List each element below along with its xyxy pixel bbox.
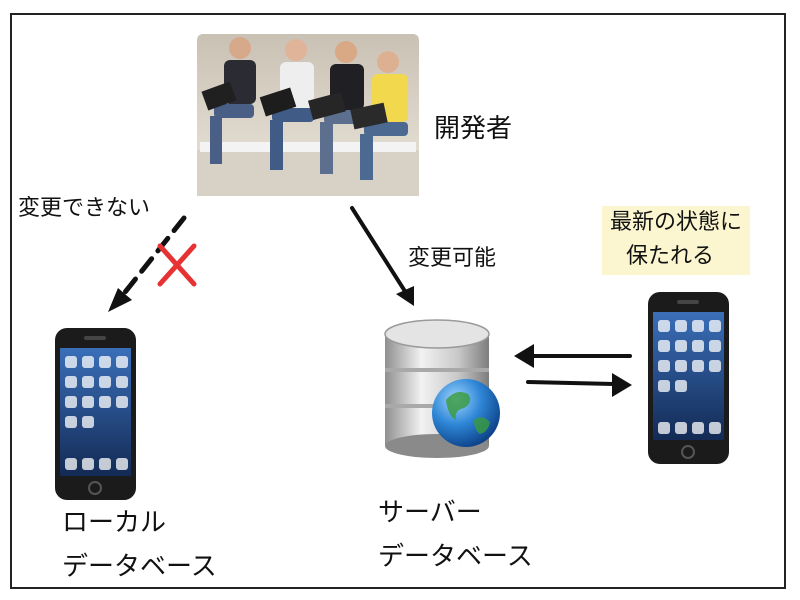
remote-note: 最新の状態に 保たれる bbox=[602, 206, 751, 275]
cannot-change-label: 変更できない bbox=[18, 196, 151, 221]
globe-icon bbox=[432, 379, 500, 447]
local-label-line2: データベース bbox=[62, 552, 217, 582]
can-change-label: 変更可能 bbox=[408, 246, 497, 271]
developers-photo bbox=[197, 34, 419, 196]
arrow-to-local-blocked bbox=[108, 215, 187, 312]
local-phone bbox=[55, 328, 136, 500]
sync-arrows bbox=[514, 344, 632, 397]
diagram-frame bbox=[10, 13, 786, 589]
arrow-to-server bbox=[350, 206, 414, 306]
developers-label: 開発者 bbox=[434, 114, 513, 144]
cross-mark bbox=[157, 243, 197, 287]
server-label-line2: データベース bbox=[378, 542, 533, 572]
local-label-line1: ローカル bbox=[62, 508, 167, 538]
server-label-line1: サーバー bbox=[378, 498, 482, 528]
remote-phone bbox=[648, 292, 729, 464]
remote-note-line2: 保たれる bbox=[602, 240, 751, 275]
remote-note-line1: 最新の状態に bbox=[602, 206, 751, 241]
